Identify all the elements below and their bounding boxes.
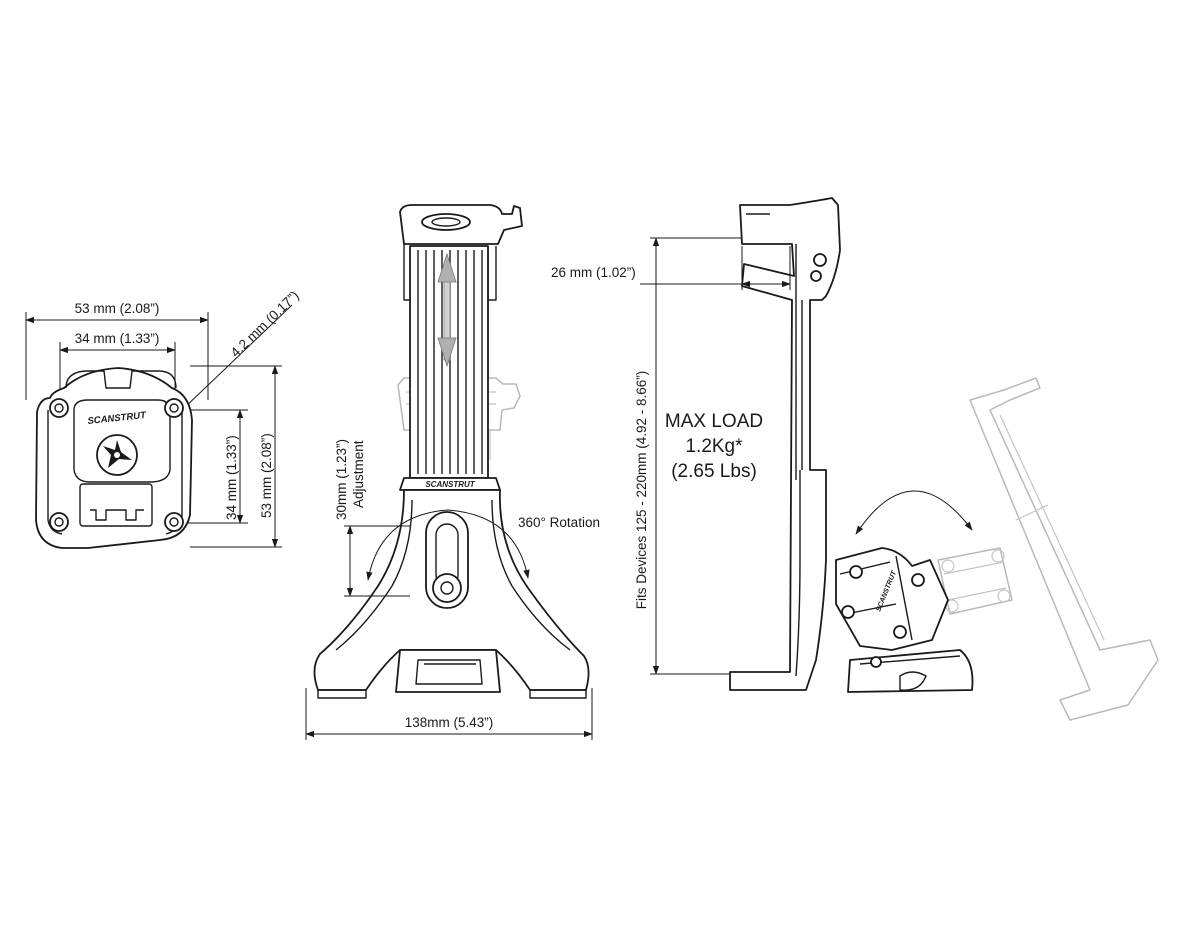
slide-direction-arrow-icon [437,252,457,368]
max-load-kg: 1.2Kg* [685,436,743,457]
side-view: SCANSTRUT 30mm (1.23”) Adjustment 360° R… [305,204,600,740]
column-ribs [417,250,483,474]
plate-top-tabs [65,370,177,389]
rotation-label: 360° Rotation [518,515,600,530]
height-inner-label: 34 mm (1.33”) [224,435,239,520]
holder-view: SCANSTRUT 26 mm (1.02”) Fits Devices 125… [551,197,1159,721]
tilt-arc [855,490,973,535]
adjustment-value-label: 30mm (1.23”) [334,439,349,520]
release-button [421,213,471,231]
pedestal-inner-contour [335,499,571,651]
swivel-joint [835,547,949,651]
max-load-lbs: (2.65 Lbs) [671,461,757,482]
base-clamp-block [395,649,501,693]
max-load-title: MAX LOAD [665,411,763,432]
width-outer-label: 53 mm (2.08”) [75,301,160,316]
mounting-hole [164,398,184,418]
holder-back-plate [795,470,801,677]
width-inner-label: 34 mm (1.33”) [75,331,160,346]
mounting-hole [164,512,184,532]
height-outer-label: 53 mm (2.08”) [259,433,274,518]
base-feet [317,689,587,699]
plate-face-panel [73,399,171,483]
joint-screw [849,565,863,579]
joint-screw [893,625,907,639]
deck-base-screw [870,656,882,668]
tilted-position-ghost [937,377,1159,721]
plate-clip-slot [79,483,153,527]
adjustment-knob-core [440,581,454,595]
jaw-depth-label: 26 mm (1.02”) [551,265,636,280]
brand-logo-side: SCANSTRUT [425,480,475,489]
hole-size-label: 4.2 mm (0.17”) [228,288,302,360]
holder-body [729,197,841,691]
release-button-inner [431,217,461,227]
mounting-hole [49,512,69,532]
adjustment-label: Adjustment [351,440,366,508]
adjustment-knob [432,573,462,603]
joint-screw [841,605,855,619]
jaw-screw [813,253,827,267]
base-clamp-detail [415,659,483,685]
front-view: 53 mm (2.08”) 34 mm (1.33”) 4.2 mm (0.17… [25,288,302,549]
holder-inner-lines [746,213,803,480]
base-width-label: 138mm (5.43”) [405,715,494,730]
joint-screw [911,573,925,587]
scanstrut-propeller-icon [96,434,138,476]
fits-devices-label: Fits Devices 125 - 220mm (4.92 - 8.66”) [634,371,649,610]
mounting-hole [49,398,69,418]
rotation-arc [366,509,530,581]
plate-clip-teeth [90,509,144,521]
jaw-screw [810,270,822,282]
hole-size-leader [181,304,293,411]
